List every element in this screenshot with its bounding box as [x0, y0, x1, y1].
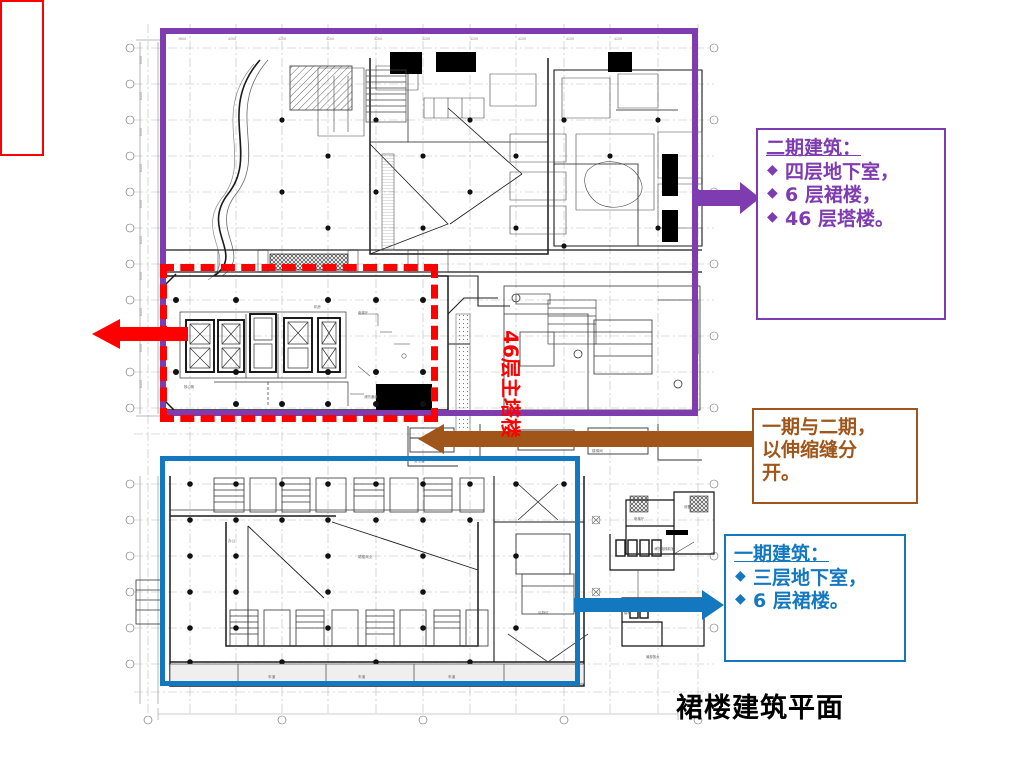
callout-phase2-item-1: ◆ 6 层裙楼， — [766, 184, 938, 207]
bullet-diamond-icon: ◆ — [735, 591, 746, 608]
svg-text:8400: 8400 — [139, 308, 143, 316]
callout-tower-label-text: 46层主塔楼 — [498, 330, 523, 438]
svg-text:局部放大: 局部放大 — [646, 654, 660, 659]
svg-text:后勤区: 后勤区 — [538, 610, 549, 615]
callout-phase2-header: 二期建筑： — [766, 137, 862, 159]
callout-phase2-item-0-text: 四层地下室， — [785, 161, 900, 184]
svg-text:核心筒: 核心筒 — [184, 384, 195, 389]
callout-phase1-list: ◆ 三层地下室， ◆ 6 层裙楼。 — [734, 567, 900, 613]
svg-text:8400: 8400 — [139, 200, 143, 208]
svg-text:设备: 设备 — [684, 504, 691, 509]
callout-phase1-item-1-text: 6 层裙楼。 — [753, 590, 849, 613]
svg-text:8400: 8400 — [139, 92, 143, 100]
svg-text:办公: 办公 — [228, 538, 236, 543]
svg-text:电梯厅: 电梯厅 — [358, 310, 369, 315]
phase1-arrow — [574, 588, 726, 622]
callout-phase1-header: 一期建筑： — [734, 543, 830, 565]
svg-text:消防电梯前室: 消防电梯前室 — [654, 546, 675, 551]
callout-expansion-joint: 一期与二期， 以伸缩缝分 开。 — [752, 408, 918, 504]
svg-text:4200: 4200 — [518, 37, 526, 41]
svg-text:8400: 8400 — [139, 272, 143, 280]
bullet-diamond-icon: ◆ — [767, 162, 778, 179]
svg-text:8400: 8400 — [139, 236, 143, 244]
tower-core-region-outline — [160, 264, 438, 422]
callout-phase2-item-2-text: 46 层塔楼。 — [785, 207, 895, 230]
page-title: 裙楼建筑平面 — [676, 693, 844, 724]
svg-text:4200: 4200 — [614, 37, 622, 41]
bullet-diamond-icon: ◆ — [735, 568, 746, 585]
svg-text:8400: 8400 — [139, 380, 143, 388]
callout-phase2-item-2: ◆ 46 层塔楼。 — [766, 208, 938, 231]
callout-joint-line-1: 以伸缩缝分 — [762, 439, 858, 462]
callout-phase2-item-0: ◆ 四层地下室， — [766, 161, 938, 184]
svg-text:4200: 4200 — [326, 37, 334, 41]
tower-arrow — [92, 318, 188, 350]
svg-text:车道: 车道 — [268, 674, 276, 679]
svg-text:4200: 4200 — [374, 37, 382, 41]
callout-phase2: 二期建筑： ◆ 四层地下室， ◆ 6 层裙楼， ◆ 46 层塔楼。 — [756, 128, 946, 320]
svg-text:8400: 8400 — [139, 56, 143, 64]
expansion-joint-arrow — [418, 424, 758, 454]
callout-phase2-list: ◆ 四层地下室， ◆ 6 层裙楼， ◆ 46 层塔楼。 — [766, 161, 938, 231]
callout-phase1-item-0: ◆ 三层地下室， — [734, 567, 900, 590]
svg-text:电梯厅: 电梯厅 — [634, 516, 645, 521]
svg-text:8400: 8400 — [139, 128, 143, 136]
svg-text:8400: 8400 — [139, 344, 143, 352]
bullet-diamond-icon: ◆ — [767, 185, 778, 202]
svg-text:车道: 车道 — [358, 674, 366, 679]
callout-joint-line-0: 一期与二期， — [762, 416, 877, 438]
svg-text:裙楼商业: 裙楼商业 — [358, 554, 373, 559]
phase2-arrow — [692, 178, 762, 218]
callout-joint-line-2: 开。 — [762, 462, 801, 485]
svg-text:4200: 4200 — [470, 37, 478, 41]
svg-text:4200: 4200 — [566, 37, 574, 41]
svg-text:8400: 8400 — [139, 164, 143, 172]
svg-text:4200: 4200 — [422, 37, 430, 41]
phase2-region-outline — [160, 28, 698, 416]
phase1-region-outline — [160, 456, 580, 686]
callout-phase1: 一期建筑： ◆ 三层地下室， ◆ 6 层裙楼。 — [724, 534, 906, 662]
svg-text:4200: 4200 — [278, 37, 286, 41]
svg-text:消防通道: 消防通道 — [364, 394, 378, 399]
svg-text:楼梯间: 楼梯间 — [592, 448, 603, 453]
svg-text:机房: 机房 — [314, 304, 321, 309]
svg-text:3600: 3600 — [178, 37, 186, 41]
callout-phase2-item-1-text: 6 层裙楼， — [785, 184, 881, 207]
svg-text:楼梯: 楼梯 — [624, 610, 631, 615]
svg-text:车道: 车道 — [448, 674, 456, 679]
callout-phase1-item-0-text: 三层地下室， — [753, 567, 868, 590]
bullet-diamond-icon: ◆ — [767, 208, 778, 225]
callout-tower-label: 46层主塔楼 — [0, 0, 523, 438]
callout-phase1-item-1: ◆ 6 层裙楼。 — [734, 590, 900, 613]
svg-text:4200: 4200 — [228, 37, 236, 41]
